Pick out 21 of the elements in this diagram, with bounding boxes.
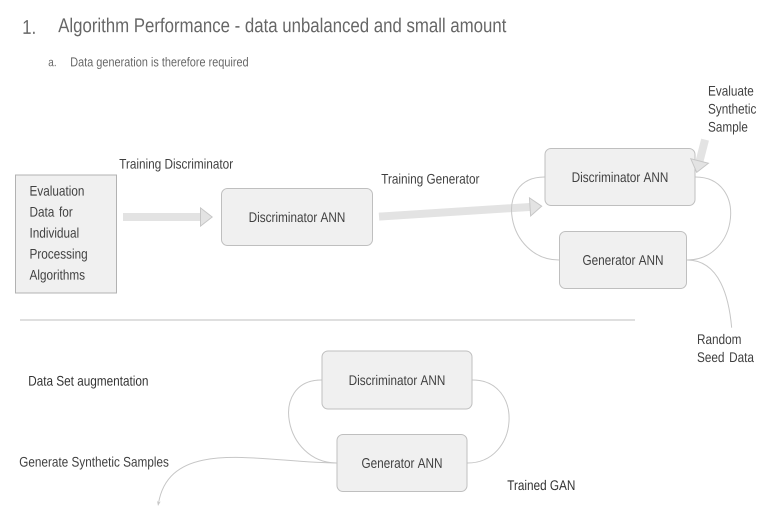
network-box: Discriminator ANN [544,148,696,206]
connector-line [511,176,560,260]
list-number: 1. [24,20,35,34]
title: Algorithm Performance - data unbalanced and small amount [58,18,506,36]
note-text: Evaluate Synthetic Sample [708,85,756,135]
network-box: Discriminator ANN [322,350,472,410]
edge-label: Generate Synthetic Samples [18,455,170,471]
edge-label: Training Generator [380,172,480,188]
connector-line [467,380,510,464]
connector-line [686,260,732,328]
subtitle: Data generation is therefore required [71,56,248,70]
data-box: Evaluation Data for Individual Processing Algorithms [15,174,117,294]
block-arrow [378,196,542,221]
section-label: Data Set augmentation [29,375,148,389]
note-text: Random Seed Data [698,334,754,362]
edge-label: Training Discriminator [118,157,234,173]
list-letter: a. [48,60,56,66]
network-box: Generator ANN [336,434,468,492]
network-box: Discriminator ANN [221,188,373,246]
section-label: Trained GAN [507,480,574,490]
network-box: Generator ANN [559,231,687,289]
